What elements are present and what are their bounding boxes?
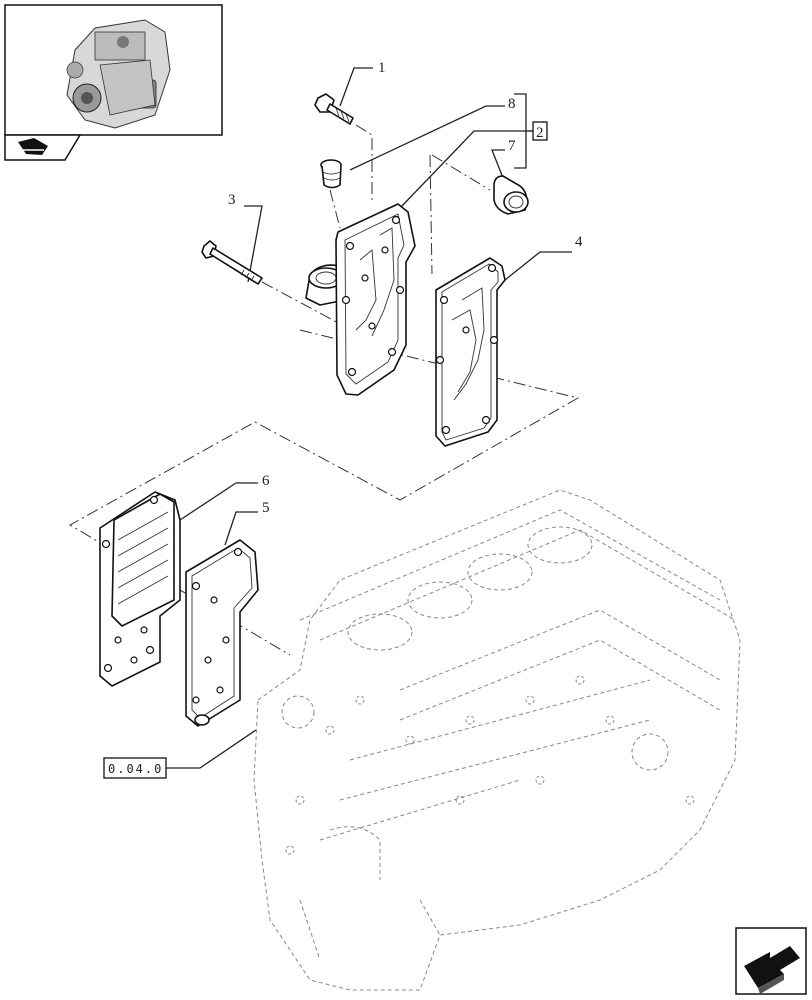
oil-cooler-part-6 — [99, 491, 181, 687]
gasket-part-4 — [435, 257, 506, 447]
gasket-part-5 — [185, 539, 259, 727]
bolt-part-1 — [314, 93, 354, 125]
cap-part-7 — [493, 175, 529, 215]
reference-0-04-0[interactable]: 0.04.0 — [103, 729, 257, 779]
callout-5: 5 — [224, 500, 270, 546]
plug-part-8 — [320, 159, 342, 189]
svg-text:2: 2 — [536, 125, 544, 141]
callout-6: 6 — [179, 473, 270, 521]
engine-block-ghost — [253, 489, 741, 991]
svg-text:6: 6 — [262, 473, 270, 489]
callout-1: 1 — [339, 60, 386, 107]
engine-thumbnail-icon[interactable] — [4, 4, 223, 136]
callout-8: 8 — [349, 96, 516, 171]
svg-text:7: 7 — [508, 138, 516, 154]
callout-3: 3 — [228, 192, 263, 283]
long-bolt-part-3 — [201, 240, 263, 285]
svg-text:0.04.0: 0.04.0 — [108, 762, 163, 776]
svg-text:5: 5 — [262, 500, 270, 516]
svg-text:8: 8 — [508, 96, 516, 112]
svg-text:1: 1 — [378, 60, 386, 76]
callout-2-leader — [399, 130, 533, 209]
book-nav-icon[interactable] — [4, 134, 82, 161]
svg-text:3: 3 — [228, 192, 236, 208]
callout-4: 4 — [504, 234, 583, 281]
next-arrow-icon[interactable] — [735, 927, 807, 995]
cooler-cover-part-2 — [305, 203, 416, 396]
svg-text:4: 4 — [575, 234, 583, 250]
